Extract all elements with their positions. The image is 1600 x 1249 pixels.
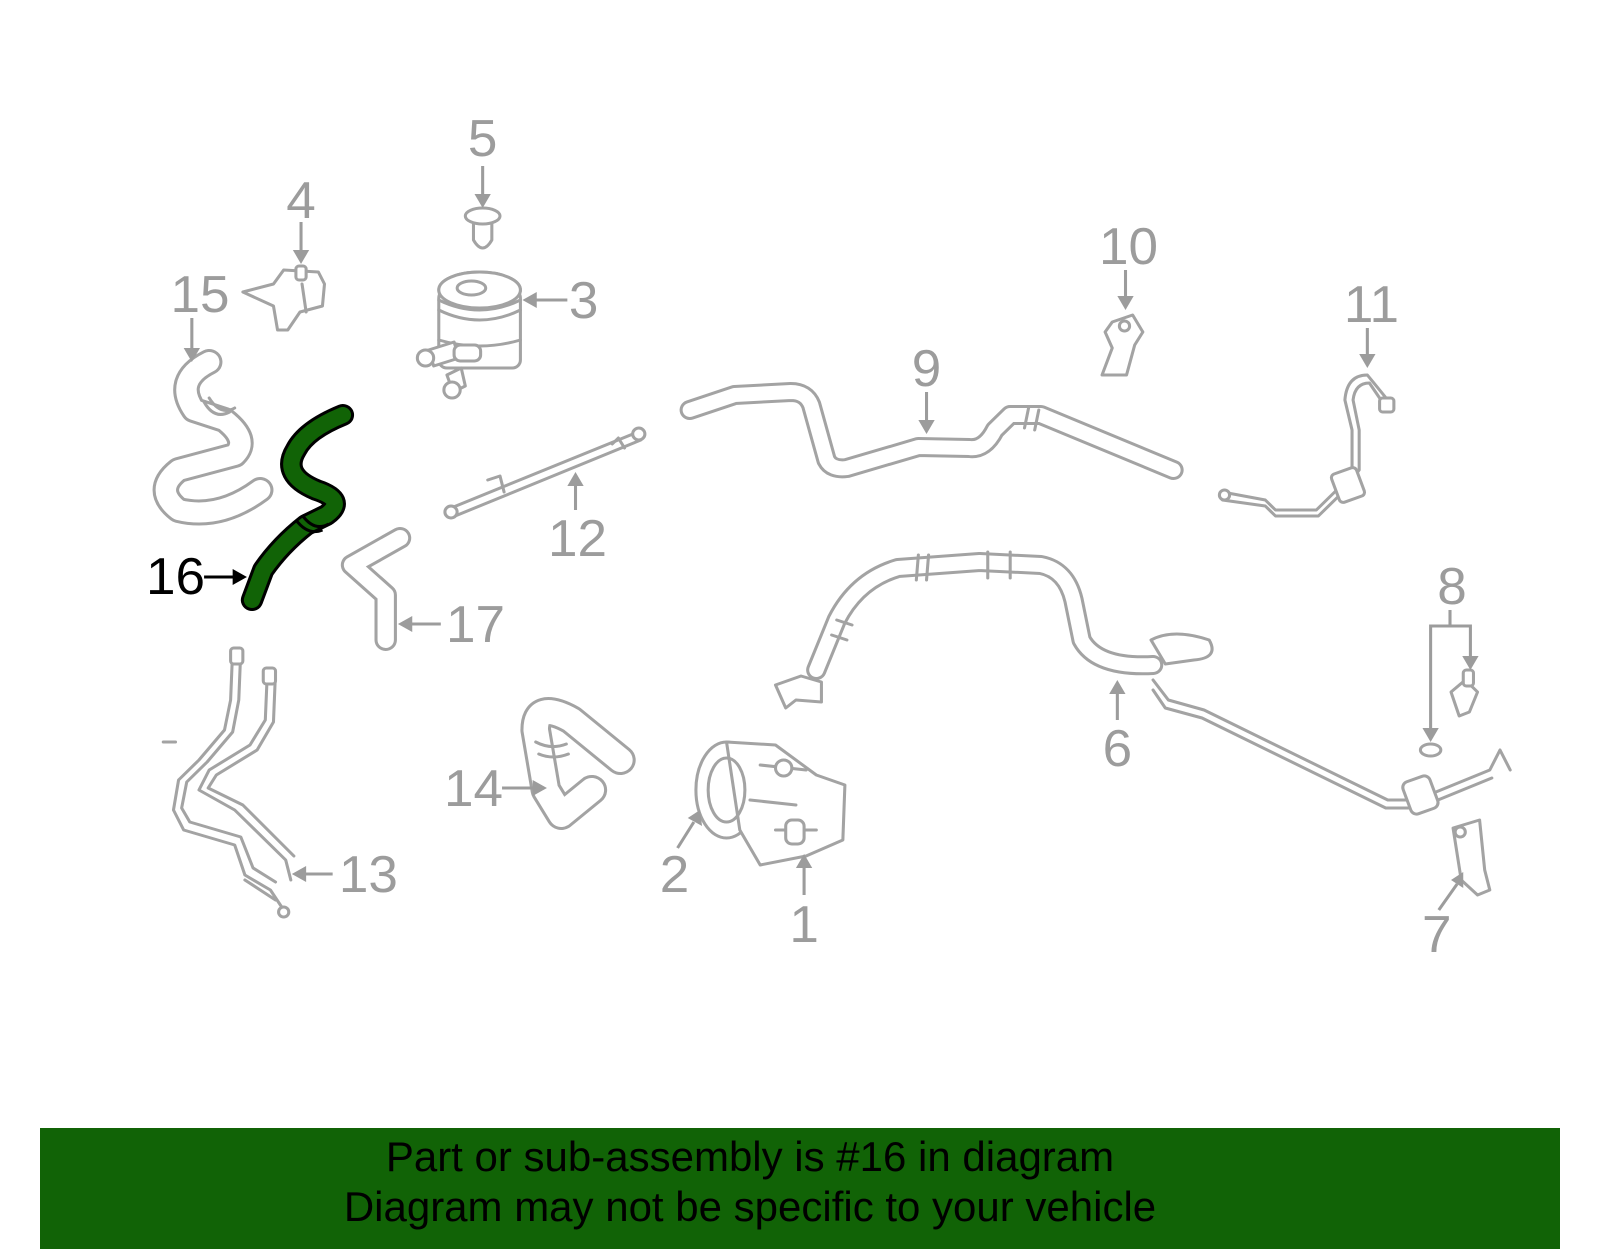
label-9: 9 xyxy=(912,339,942,397)
label-2: 2 xyxy=(660,845,690,903)
label-1: 1 xyxy=(789,895,819,953)
callout-1: 1 xyxy=(789,854,819,954)
part-8-fitting[interactable] xyxy=(1418,668,1480,758)
part-16-hose-highlighted[interactable] xyxy=(240,404,355,611)
label-10: 10 xyxy=(1099,217,1158,275)
part-14-hose[interactable] xyxy=(520,697,636,830)
part-17-hose[interactable] xyxy=(340,527,412,651)
banner-disclaimer: Diagram may not be specific to your vehi… xyxy=(343,1183,1157,1230)
callout-16: 16 xyxy=(146,547,247,606)
callout-10: 10 xyxy=(1099,217,1158,310)
callout-14: 14 xyxy=(444,759,547,818)
callout-2: 2 xyxy=(660,810,703,904)
part-6-pressure-hose[interactable] xyxy=(773,550,1512,816)
callout-8: 8 xyxy=(1422,557,1479,742)
part-5-screw[interactable] xyxy=(463,206,502,250)
label-16: 16 xyxy=(146,547,205,605)
label-15: 15 xyxy=(170,265,229,323)
label-6: 6 xyxy=(1103,719,1133,777)
callout-13: 13 xyxy=(291,845,398,904)
part-10-clip[interactable] xyxy=(1100,313,1145,377)
label-3: 3 xyxy=(569,271,599,329)
label-13: 13 xyxy=(339,845,398,903)
callout-7: 7 xyxy=(1422,872,1464,964)
part-3-reservoir[interactable] xyxy=(415,270,522,400)
callout-17: 17 xyxy=(397,595,505,654)
callout-15: 15 xyxy=(170,265,230,362)
label-8: 8 xyxy=(1437,557,1467,615)
label-17: 17 xyxy=(446,595,505,653)
callout-12: 12 xyxy=(548,472,607,568)
part-11-pipe[interactable] xyxy=(1217,373,1396,518)
info-banner: Part or sub-assembly is #16 in diagram D… xyxy=(40,1128,1560,1249)
label-11: 11 xyxy=(1344,275,1399,333)
label-7: 7 xyxy=(1422,905,1452,963)
callout-3: 3 xyxy=(522,271,599,330)
label-5: 5 xyxy=(468,109,498,167)
part-9-hose[interactable] xyxy=(679,382,1184,480)
callout-6: 6 xyxy=(1103,680,1133,778)
label-4: 4 xyxy=(286,171,316,229)
part-15-hose[interactable] xyxy=(152,349,274,526)
part-1-pump[interactable] xyxy=(694,740,847,867)
label-12: 12 xyxy=(548,509,607,567)
part-12-rod[interactable] xyxy=(443,426,647,520)
callout-9: 9 xyxy=(912,339,942,434)
part-4-bracket[interactable] xyxy=(241,264,327,332)
callout-4: 4 xyxy=(286,171,316,264)
label-14: 14 xyxy=(444,759,503,817)
callout-11: 11 xyxy=(1344,275,1399,368)
part-13-pipes[interactable] xyxy=(161,646,296,919)
callout-5: 5 xyxy=(468,109,498,208)
banner-part-note: Part or sub-assembly is #16 in diagram xyxy=(385,1133,1115,1180)
